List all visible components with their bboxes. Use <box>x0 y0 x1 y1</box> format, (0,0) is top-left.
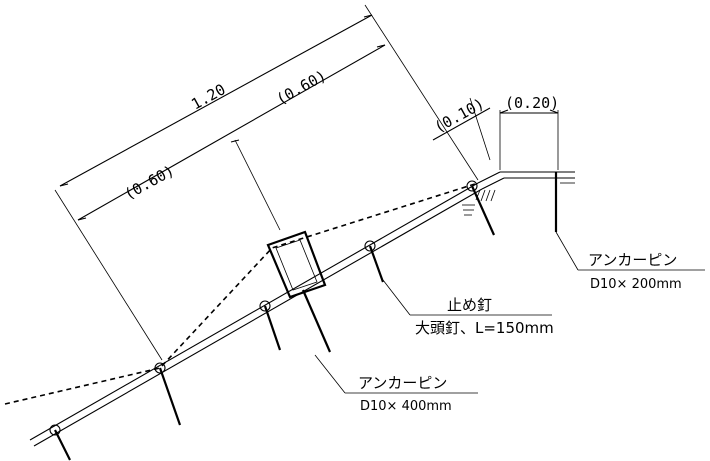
peg-bottom <box>49 424 71 461</box>
leader-lines <box>314 231 705 394</box>
bottom-anchor-title: アンカーピン <box>358 374 447 392</box>
stop-nail-title: 止め釘 <box>447 296 492 314</box>
bottom-anchor-spec: D10× 400mm <box>360 399 452 414</box>
top-anchor-title: アンカーピン <box>588 251 677 269</box>
extension-lines <box>54 4 559 361</box>
top-anchor-spec: D10× 200mm <box>590 277 682 292</box>
dimension-lines <box>59 14 559 221</box>
dim-upper-spacing: (0.60) <box>273 66 329 108</box>
peg-mid-upper <box>364 240 385 283</box>
stop-nail-spec: 大頭釘、L=150mm <box>415 319 554 337</box>
net-dashed-line <box>4 182 479 405</box>
peg-mid-lower <box>259 300 282 351</box>
dim-overall: 1.20 <box>188 80 228 113</box>
anchor-pin-lower <box>154 362 182 426</box>
ground-hatching <box>462 189 496 216</box>
anchor-pin-top <box>552 171 560 232</box>
dim-shoulder-offset: (0.10) <box>431 94 487 136</box>
dim-top-length: (0.20) <box>505 94 559 112</box>
sandbag-block <box>266 230 332 353</box>
slope-surface <box>29 171 575 447</box>
dim-lower-spacing: (0.60) <box>121 161 177 203</box>
peg-shoulder <box>466 180 496 236</box>
